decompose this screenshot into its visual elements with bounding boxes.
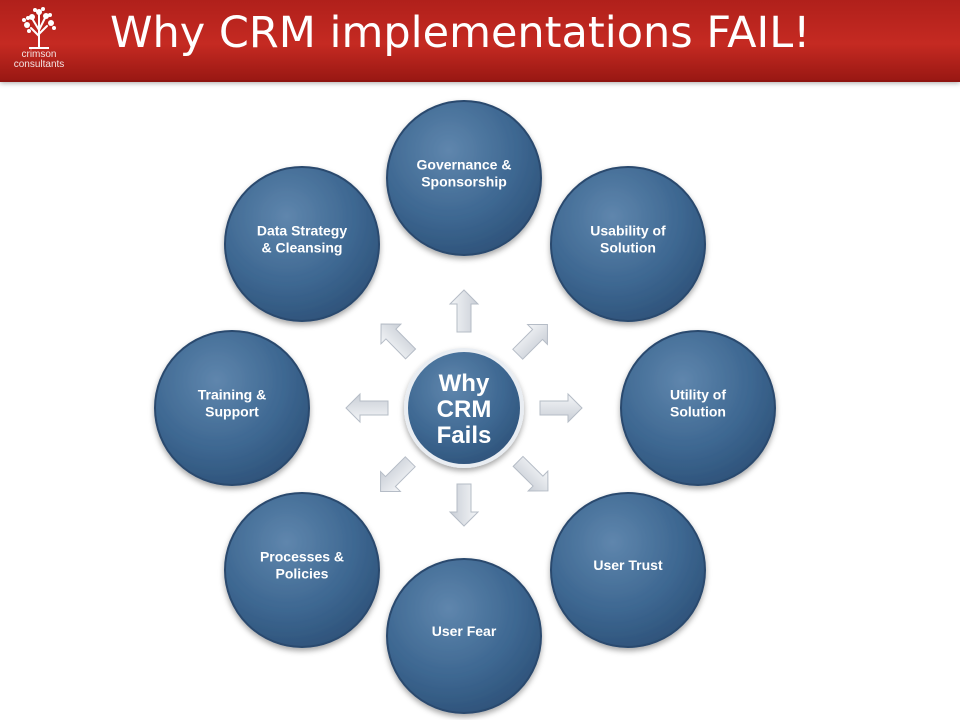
- arrow-user-trust: [512, 455, 549, 492]
- slide-header: crimson consultants Why CRM implementati…: [0, 0, 960, 80]
- logo-text-line2: consultants: [13, 59, 65, 70]
- arrow-user-fear: [448, 483, 480, 527]
- node-circle: [550, 492, 706, 648]
- node-label-governance: Governance &Sponsorship: [417, 156, 512, 189]
- node-label-user-fear-line: User Fear: [432, 623, 497, 639]
- node-label-governance-line: Governance &: [417, 156, 512, 172]
- node-label-training-line: Training &: [198, 386, 266, 402]
- node-circle: [386, 100, 542, 256]
- header-divider: [0, 80, 960, 82]
- node-label-governance-line: Sponsorship: [421, 173, 507, 189]
- node-circle: [224, 166, 380, 322]
- arrow-training: [345, 392, 389, 424]
- arrow-processes: [380, 456, 416, 492]
- node-circle: [154, 330, 310, 486]
- tree-icon: [22, 7, 56, 49]
- crimson-logo: crimson consultants: [4, 6, 74, 76]
- node-user-trust: User Trust: [550, 492, 706, 648]
- node-user-fear: User Fear: [386, 558, 542, 714]
- logo-text-line1: crimson: [21, 49, 57, 60]
- node-label-usability-line: Solution: [600, 239, 656, 255]
- node-circle: [620, 330, 776, 486]
- arrow-usability: [512, 324, 548, 360]
- node-label-utility-line: Utility of: [670, 386, 726, 402]
- node-governance: Governance &Sponsorship: [386, 100, 542, 256]
- node-circle: [386, 558, 542, 714]
- node-data-strategy: Data Strategy& Cleansing: [224, 166, 380, 322]
- center-circle: [404, 348, 524, 468]
- node-label-user-fear: User Fear: [432, 623, 497, 639]
- node-processes: Processes &Policies: [224, 492, 380, 648]
- node-label-user-trust-line: User Trust: [593, 557, 663, 573]
- arrow-data-strategy: [380, 323, 417, 360]
- arrow-governance: [448, 289, 480, 333]
- node-label-user-trust: User Trust: [593, 557, 663, 573]
- node-label-data-strategy: Data Strategy& Cleansing: [257, 222, 347, 255]
- arrow-utility: [539, 392, 583, 424]
- node-label-processes-line: Processes &: [260, 548, 344, 564]
- node-label-usability-line: Usability of: [590, 222, 666, 238]
- node-label-training-line: Support: [205, 403, 259, 419]
- center-label-line: CRM: [437, 396, 492, 423]
- node-label-data-strategy-line: & Cleansing: [262, 239, 343, 255]
- node-circle: [224, 492, 380, 648]
- node-label-processes: Processes &Policies: [260, 548, 344, 581]
- node-training: Training &Support: [154, 330, 310, 486]
- node-label-processes-line: Policies: [276, 565, 329, 581]
- node-label-training: Training &Support: [198, 386, 266, 419]
- center-label-line: Fails: [437, 422, 492, 449]
- node-label-data-strategy-line: Data Strategy: [257, 222, 347, 238]
- page-title: Why CRM implementations FAIL!: [110, 8, 811, 58]
- node-circle: [550, 166, 706, 322]
- node-label-utility-line: Solution: [670, 403, 726, 419]
- center-label-line: Why: [439, 370, 490, 397]
